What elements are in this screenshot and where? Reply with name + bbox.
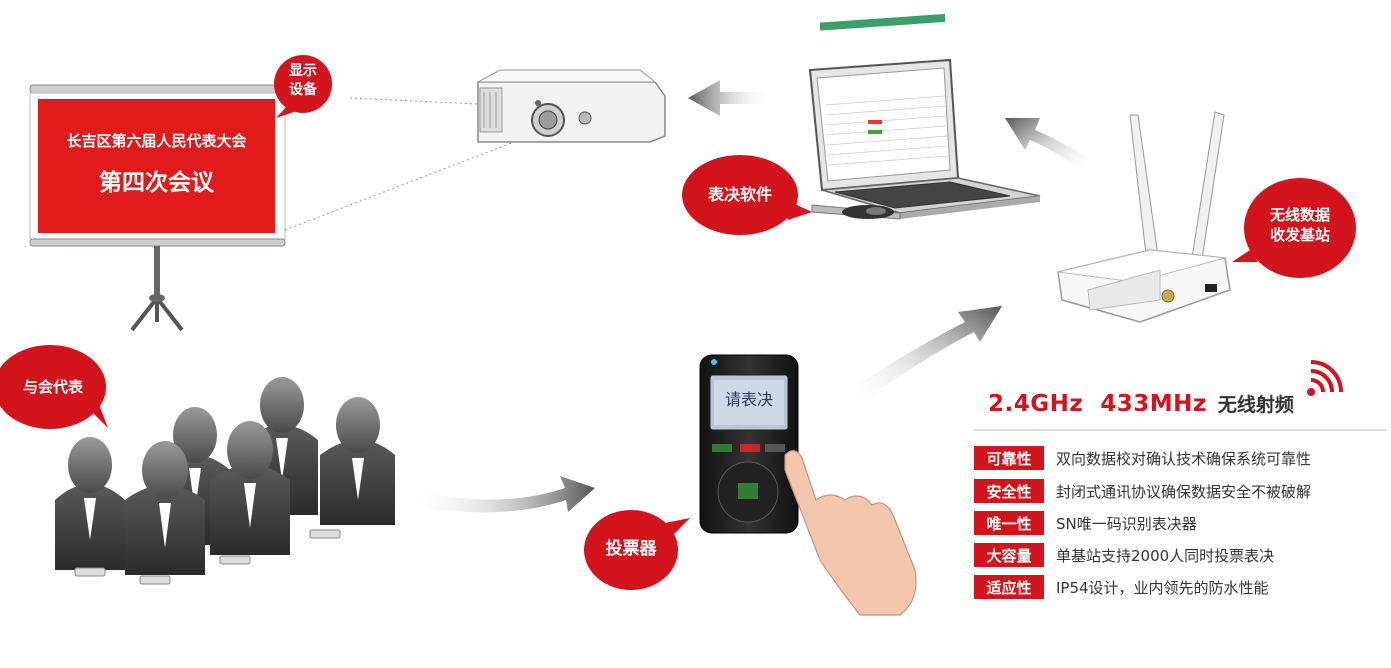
bubble-delegates-label: 与会代表 bbox=[22, 378, 83, 396]
feature-tag: 可靠性 bbox=[974, 446, 1044, 470]
projector bbox=[477, 69, 666, 143]
feature-tag: 适应性 bbox=[974, 575, 1044, 599]
bubble-voter-label: 投票器 bbox=[605, 539, 657, 559]
projection-lines bbox=[284, 97, 541, 231]
frequency-heading: 2.4GHz 433MHz 无线射频 bbox=[988, 390, 1294, 417]
feature-tag: 大容量 bbox=[974, 543, 1044, 567]
screen-subtitle: 第四次会议 bbox=[99, 170, 214, 196]
laptop bbox=[808, 13, 1041, 220]
bubble-display-line1: 显示 bbox=[289, 63, 317, 79]
flow-arrows bbox=[408, 80, 1090, 513]
bubble-display-line2: 设备 bbox=[289, 81, 317, 98]
feature-row-security: 安全性 封闭式通讯协议确保数据安全不被破解 bbox=[974, 479, 1311, 503]
feature-desc: 单基站支持2000人同时投票表决 bbox=[1056, 546, 1275, 565]
bubble-software bbox=[682, 155, 812, 235]
projection-screen bbox=[29, 84, 286, 332]
bubble-display-label: 显示 设备 bbox=[274, 62, 332, 100]
bubble-base-station bbox=[1232, 178, 1356, 278]
bubble-base-station-line2: 收发基站 bbox=[1269, 226, 1330, 245]
feature-desc: 封闭式通讯协议确保数据安全不被破解 bbox=[1056, 482, 1312, 501]
delegates-group bbox=[55, 377, 395, 585]
feature-tag: 安全性 bbox=[974, 479, 1044, 503]
bubble-voter bbox=[584, 510, 690, 590]
feature-desc: 双向数据校对确认技术确保系统可靠性 bbox=[1056, 449, 1312, 468]
bubble-base-station-label: 无线数据 收发基站 bbox=[1244, 205, 1356, 246]
device-screen-text: 请表决 bbox=[724, 390, 773, 409]
base-station-router bbox=[1057, 111, 1231, 323]
feature-row-capacity: 大容量 单基站支持2000人同时投票表决 bbox=[974, 543, 1274, 567]
frequency-label: 无线射频 bbox=[1217, 394, 1294, 416]
feature-row-reliability: 可靠性 双向数据校对确认技术确保系统可靠性 bbox=[974, 446, 1311, 470]
wifi-signal-icon bbox=[1307, 360, 1343, 396]
bubble-base-station-line1: 无线数据 bbox=[1269, 206, 1330, 224]
bubble-display bbox=[274, 55, 332, 118]
feature-desc: SN唯一码识别表决器 bbox=[1056, 514, 1197, 533]
bubble-delegates bbox=[0, 345, 108, 429]
feature-row-uniqueness: 唯一性 SN唯一码识别表决器 bbox=[974, 511, 1197, 535]
frequency-value: 2.4GHz 433MHz bbox=[988, 391, 1207, 417]
screen-title: 长吉区第六届人民代表大会 bbox=[66, 132, 247, 150]
feature-row-adaptability: 适应性 IP54设计，业内领先的防水性能 bbox=[974, 575, 1269, 599]
feature-desc: IP54设计，业内领先的防水性能 bbox=[1056, 578, 1269, 597]
voting-device bbox=[699, 354, 799, 534]
bubble-software-label: 表决软件 bbox=[707, 185, 772, 204]
hand bbox=[784, 450, 917, 616]
feature-tag: 唯一性 bbox=[974, 511, 1044, 535]
